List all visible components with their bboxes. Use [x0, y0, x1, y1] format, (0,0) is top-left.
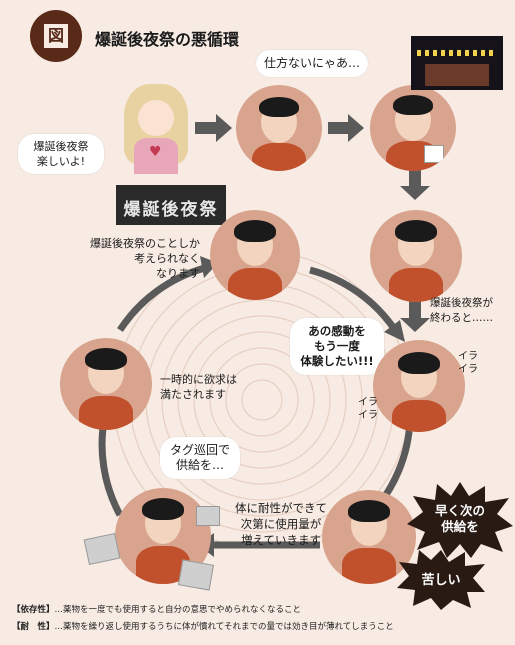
- circle-satisfied: [60, 338, 152, 430]
- caption-irritated-right: イラ イラ: [458, 351, 478, 375]
- man-body: [79, 396, 133, 430]
- circle-excited: [370, 210, 462, 302]
- page-title: 爆誕後夜祭の悪循環: [95, 30, 240, 49]
- cycle-arc-topleft: [117, 264, 206, 332]
- cycle-arc-topright: [309, 266, 398, 332]
- shopping-bag-icon: [424, 145, 444, 163]
- arrowhead-topright: [384, 320, 405, 342]
- man-hair: [395, 220, 437, 242]
- night-shop-photo: [411, 36, 503, 90]
- header-badge-label: 図: [44, 24, 68, 48]
- man-hair: [234, 220, 276, 242]
- speech-reluctant: 仕方ないにゃあ…: [256, 50, 368, 77]
- burst-next-supply: 早く次の 供給を: [434, 503, 485, 534]
- man-hair: [259, 97, 299, 117]
- caption-ends: 爆誕後夜祭が 終わると……: [430, 297, 493, 324]
- burst-painful-shape: [397, 550, 485, 610]
- circle-obsessed: [210, 210, 300, 300]
- definition-text: …薬物を繰り返し使用するうちに体が慣れてそれまでの量では効き目が薄れてしまうこと: [54, 622, 394, 632]
- caption-irritated-left: イラ イラ: [358, 397, 378, 421]
- circle-reluctant: [236, 85, 322, 171]
- arrow-girl-to-man: [195, 114, 232, 142]
- event-logo: 爆誕後夜祭: [116, 185, 226, 225]
- arrow-man-to-shop: [328, 114, 364, 142]
- definition-text: …薬物を一度でも使用すると自分の意思でやめられなくなること: [54, 605, 302, 615]
- caption-tolerance: 体に耐性ができて 次第に使用量が 増えていきます: [235, 501, 327, 547]
- speech-girl: 爆誕後夜祭 楽しいよ!: [18, 134, 104, 174]
- circle-shop: [370, 85, 456, 171]
- girl-dress: [134, 138, 178, 174]
- definition-dependency: 【依存性】…薬物を一度でも使用すると自分の意思でやめられなくなること: [12, 604, 301, 616]
- shop-sign-lights: [417, 50, 497, 56]
- man-hair: [85, 348, 127, 370]
- man-body: [252, 143, 306, 171]
- girl-character: ♥: [116, 82, 196, 174]
- caption-obsessed: 爆誕後夜祭のことしか 考えられなく なります: [90, 237, 200, 280]
- man-body: [228, 268, 282, 300]
- bag-icon: [177, 559, 215, 591]
- burst-painful: 苦しい: [421, 573, 461, 588]
- arrow-down-1: [400, 170, 430, 200]
- circle-distressed: [322, 490, 416, 584]
- circle-irritated: [373, 340, 465, 432]
- speech-supply: タグ巡回で 供給を…: [160, 437, 240, 479]
- man-hair: [398, 352, 440, 374]
- burst-next-supply-shape: [407, 482, 513, 558]
- man-hair: [393, 95, 433, 115]
- man-hair: [142, 498, 184, 520]
- definition-term: 【依存性】: [12, 605, 55, 615]
- definition-term: 【耐 性】: [12, 622, 55, 632]
- bag-icon: [196, 506, 220, 526]
- shop-front: [425, 64, 489, 86]
- speech-relive: あの感動を もう一度 体験したい!!!: [290, 318, 384, 375]
- man-body: [389, 268, 443, 302]
- man-body: [342, 548, 396, 584]
- arrow-down-2: [400, 300, 430, 332]
- girl-face: [138, 100, 174, 136]
- man-hair: [348, 500, 390, 522]
- definition-tolerance: 【耐 性】…薬物を繰り返し使用するうちに体が慣れてそれまでの量では効き目が薄れて…: [12, 621, 394, 633]
- man-body: [392, 400, 446, 432]
- event-logo-text: 爆誕後夜祭: [123, 200, 219, 220]
- caption-satisfied: 一時的に欲求は 満たされます: [160, 373, 237, 401]
- heart-icon: ♥: [149, 144, 162, 160]
